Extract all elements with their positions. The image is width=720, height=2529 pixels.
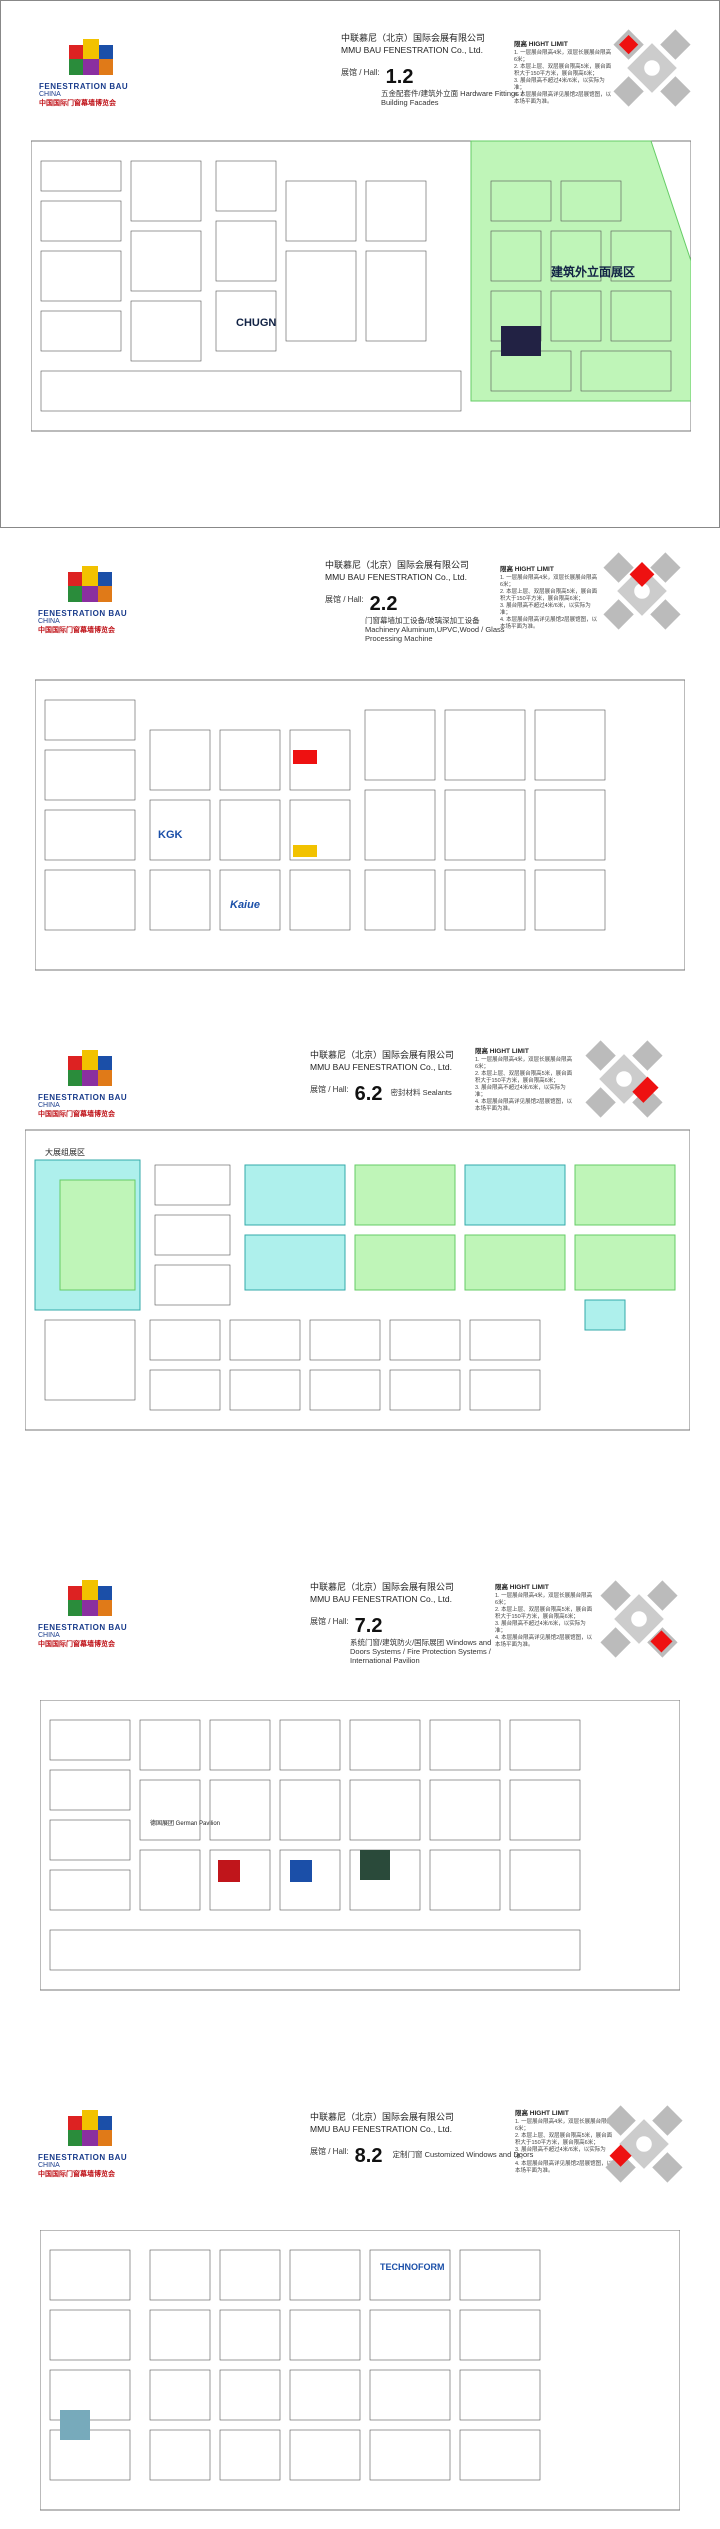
hall-description: 五金配套件/建筑外立面 Hardware Fittings / Building… (381, 89, 524, 107)
hall-header: 中联慕尼（北京）国际会展有限公司 MMU BAU FENESTRATION Co… (310, 2112, 534, 2167)
hall-panel-2-2: FENESTRATION BAU CHINA 中国国际门窗幕墙博览会 中联慕尼（… (0, 530, 720, 1010)
hall-panel-6-2: FENESTRATION BAU CHINA 中国国际门窗幕墙博览会 中联慕尼（… (0, 1010, 720, 1500)
company-name-cn: 中联慕尼（北京）国际会展有限公司 (341, 33, 486, 43)
logo-cube-icon (68, 1050, 114, 1090)
floor-plan-svg: 建筑外立面展区 CHUGN (31, 140, 691, 432)
hall-panel-1-2: FENESTRATION BAU CHINA 中国国际门窗幕墙博览会 中联慕尼（… (0, 0, 720, 528)
logo-cube-icon (69, 39, 115, 79)
brand-technoform: TECHNOFORM (380, 2262, 445, 2272)
hall-locator-icon (613, 29, 691, 107)
zone-label: 大展组展区 (45, 1147, 85, 1157)
height-limit-note: 限高 HIGHT LIMIT 1. 一层展台限高4米，双层长展展台限高6米； 2… (515, 2110, 613, 2174)
floor-plan-2-2: KGK Kaiue (35, 670, 685, 990)
floor-plan-8-2: TECHNOFORM (40, 2230, 680, 2520)
hall-locator-icon (585, 1040, 663, 1118)
floor-plan-6-2: 大展组展区 (25, 1120, 690, 1450)
zone-label: 德国展团 German Pavilion (150, 1819, 220, 1827)
hall-locator-icon (600, 1580, 678, 1658)
brand-kgk: KGK (158, 829, 183, 841)
floor-plan-1-2: 建筑外立面展区 CHUGN (31, 121, 691, 451)
hall-panel-8-2: FENESTRATION BAU CHINA 中国国际门窗幕墙博览会 中联慕尼（… (0, 2010, 720, 2529)
height-limit-note: 限高 HIGHT LIMIT 1. 一层展台限高4米，双层长展展台限高6米； 2… (514, 41, 612, 105)
logo-sub: CHINA (39, 91, 61, 98)
logo-cn: 中国国际门窗幕墙博览会 (39, 100, 116, 107)
fenestration-bau-logo: FENESTRATION BAU CHINA 中国国际门窗幕墙博览会 (38, 2110, 148, 2179)
logo-cube-icon (68, 1580, 114, 1620)
hall-panel-7-2: FENESTRATION BAU CHINA 中国国际门窗幕墙博览会 中联慕尼（… (0, 1500, 720, 2010)
hall-header: 中联慕尼（北京）国际会展有限公司 MMU BAU FENESTRATION Co… (310, 1050, 455, 1105)
hall-label: 展馆 / Hall: (341, 68, 380, 77)
facade-image (501, 326, 541, 356)
floor-plan-7-2: 德国展团 German Pavilion (40, 1700, 680, 2000)
hall-locator-icon (605, 2105, 683, 2183)
fenestration-bau-logo: FENESTRATION BAU CHINA 中国国际门窗幕墙博览会 (38, 1050, 148, 1119)
fenestration-bau-logo: FENESTRATION BAU CHINA 中国国际门窗幕墙博览会 (38, 1580, 148, 1649)
hall-number: 1.2 (385, 66, 414, 88)
fenestration-bau-logo: FENESTRATION BAU CHINA 中国国际门窗幕墙博览会 (38, 566, 148, 635)
hall-header: 中联慕尼（北京）国际会展有限公司 MMU BAU FENESTRATION Co… (341, 31, 531, 107)
brand-kaiue: Kaiue (230, 899, 260, 911)
hall-locator-icon (603, 552, 681, 630)
hall-header: 中联慕尼（北京）国际会展有限公司 MMU BAU FENESTRATION Co… (325, 560, 505, 643)
logo-cube-icon (68, 2110, 114, 2150)
logo-brand: FENESTRATION BAU (39, 82, 129, 91)
height-limit-note: 限高 HIGHT LIMIT 1. 一层展台限高4米，双层长展展台限高6米； 2… (495, 1584, 593, 1648)
brand-chugn: CHUGN (236, 317, 276, 329)
fenestration-bau-logo: FENESTRATION BAU CHINA 中国国际门窗幕墙博览会 (39, 39, 149, 108)
height-limit-note: 限高 HIGHT LIMIT 1. 一层展台限高4米，双层长展展台限高6米； 2… (475, 1048, 573, 1112)
hall-header: 中联慕尼（北京）国际会展有限公司 MMU BAU FENESTRATION Co… (310, 1582, 492, 1665)
height-limit-note: 限高 HIGHT LIMIT 1. 一层展台限高4米，双层长展展台限高6米； 2… (500, 566, 598, 630)
logo-cube-icon (68, 566, 114, 606)
zone-label: 建筑外立面展区 (550, 264, 635, 279)
company-name-en: MMU BAU FENESTRATION Co., Ltd. (341, 45, 484, 55)
